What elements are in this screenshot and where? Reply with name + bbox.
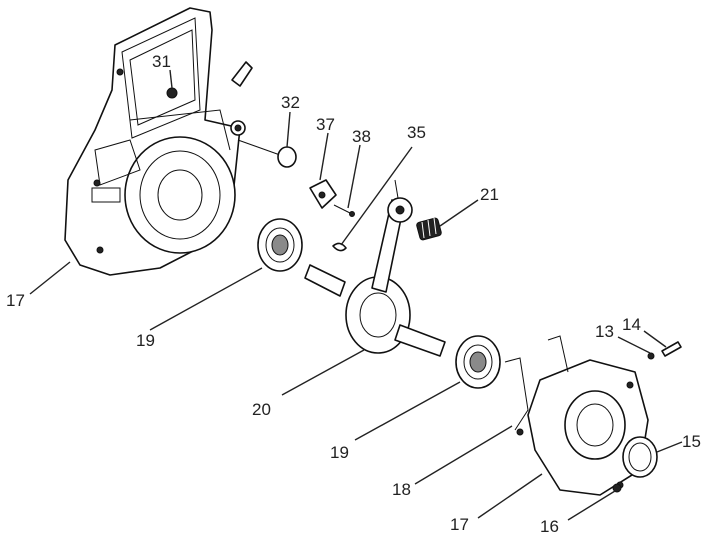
callout-38: 38 [352, 127, 371, 146]
callout-21: 21 [480, 185, 499, 204]
callout-17-right: 17 [450, 515, 469, 534]
screw-13 [647, 352, 655, 360]
connector-37 [309, 179, 337, 209]
callout-17-left: 17 [6, 291, 25, 310]
callout-14: 14 [622, 315, 641, 334]
callout-31: 31 [152, 52, 171, 71]
left-crankcase-half [64, 7, 253, 276]
seal-15 [622, 436, 658, 478]
bushing-32 [237, 139, 297, 168]
callout-18: 18 [392, 480, 411, 499]
callout-20: 20 [252, 400, 271, 419]
bolt-31 [166, 87, 178, 99]
callout-19-right: 19 [330, 443, 349, 462]
callout-13: 13 [595, 322, 614, 341]
crankshaft-20 [304, 179, 446, 357]
bearing-19-right [455, 335, 501, 389]
callout-15: 15 [682, 432, 701, 451]
callout-16: 16 [540, 517, 559, 536]
callout-32: 32 [281, 93, 300, 112]
bearing-19-left [257, 218, 303, 272]
pin-14 [661, 341, 682, 357]
callout-19-left: 19 [136, 331, 155, 350]
clip-35 [332, 242, 347, 252]
spring-21 [416, 217, 442, 241]
callout-35: 35 [407, 123, 426, 142]
bolt-16 [612, 483, 622, 493]
pin-38 [333, 204, 355, 217]
right-crankcase-half [504, 335, 649, 496]
leader-lines [29, 69, 683, 521]
callout-labels: 31 32 37 38 35 21 17 19 20 19 13 14 15 1… [6, 52, 701, 536]
callout-37: 37 [316, 115, 335, 134]
